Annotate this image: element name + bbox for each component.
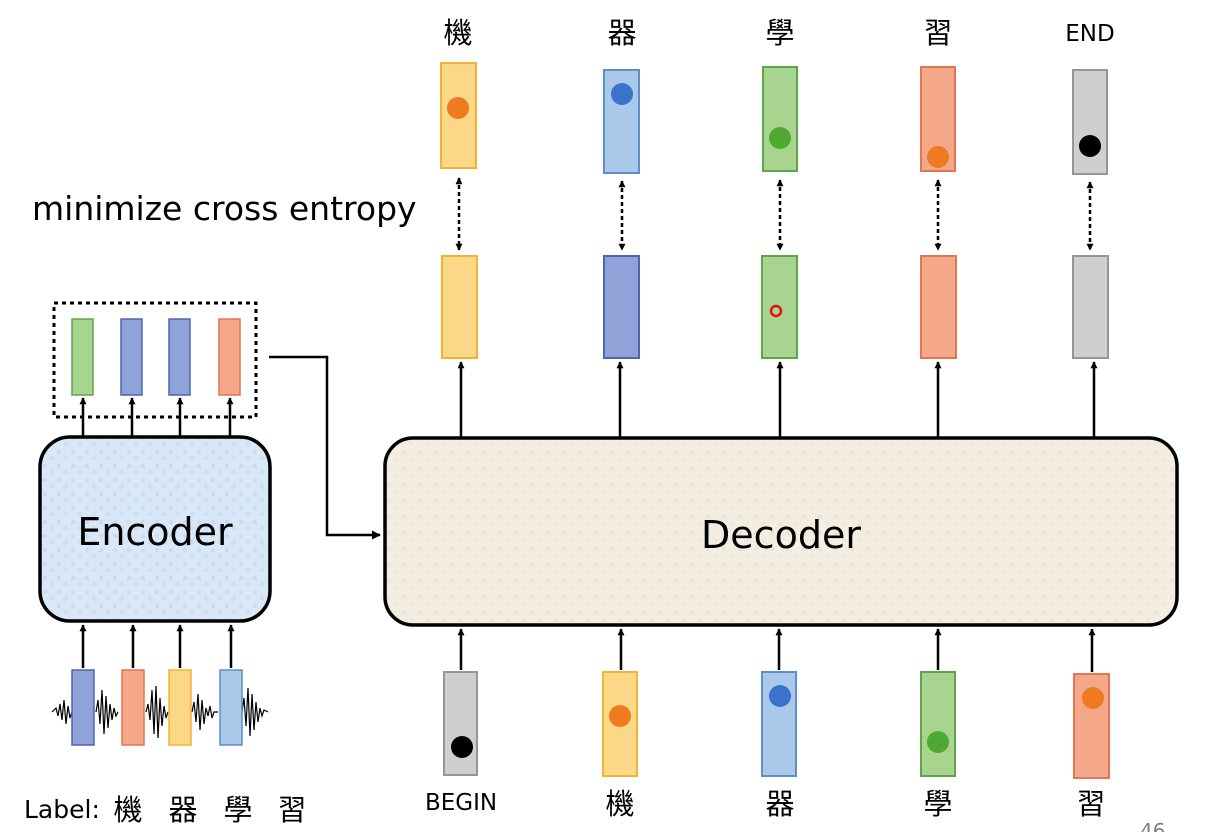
decoder-input-1 [443, 671, 478, 776]
loss-caption: minimize cross entropy [32, 189, 417, 228]
decoder-input-arrows [457, 628, 1096, 672]
cursor-marker-icon [769, 304, 783, 318]
output-vector-2 [603, 255, 640, 359]
distribution-bar [762, 66, 798, 172]
bottom-token-2: 機 [605, 787, 634, 821]
encoder-label: Encoder [77, 510, 233, 554]
distribution-bar [1072, 69, 1108, 175]
encoder-output-vectors [71, 318, 241, 396]
audio-frame-2 [121, 669, 145, 746]
audio-up-arrows [79, 624, 235, 668]
input-bar [443, 671, 478, 776]
audio-waveform-icon [51, 685, 269, 739]
decoder-input-3 [761, 671, 797, 777]
decoder-input-2 [602, 671, 638, 777]
input-bar [920, 671, 956, 777]
encoder-vector-2 [120, 318, 143, 396]
top-token-5: END [1065, 21, 1114, 47]
top-token-labels: 機 器 學 習 END [443, 16, 1114, 50]
decoder-input-5 [1073, 673, 1110, 779]
decoder-label: Decoder [701, 513, 861, 557]
bottom-token-3: 器 [765, 787, 794, 821]
label-char-2: 器 [168, 793, 197, 827]
encoder-to-decoder-arrow [269, 355, 381, 540]
page-number: 46 [1140, 819, 1165, 832]
decoder-output-vectors [441, 255, 1109, 359]
audio-frame-3 [168, 669, 192, 746]
label-prefix: Label: [24, 795, 100, 824]
bottom-token-4: 學 [923, 787, 952, 821]
bottom-token-5: 習 [1076, 787, 1105, 821]
orange-dot-icon [447, 97, 469, 119]
orange-dot-icon [927, 146, 949, 168]
top-token-4: 習 [923, 16, 952, 50]
top-token-3: 學 [765, 16, 794, 50]
encoder-vector-1 [71, 318, 94, 396]
encoder-block [38, 435, 272, 623]
output-distribution-4 [920, 66, 956, 172]
orange-dot-icon [609, 705, 631, 727]
decoder-block [383, 436, 1179, 627]
output-distribution-3 [762, 66, 798, 172]
audio-frame-4 [219, 669, 243, 746]
ground-truth-label: Label: 機 器 學 習 [24, 793, 307, 827]
output-vector-4 [920, 255, 957, 359]
encoder-output-group-box [52, 301, 258, 419]
decoder-up-arrows [457, 361, 1098, 438]
audio-input-vectors [71, 669, 243, 746]
output-distribution-2 [603, 69, 640, 174]
label-char-1: 機 [113, 793, 142, 827]
decoder-input-vectors [443, 671, 1110, 779]
distribution-bar [920, 66, 956, 172]
label-char-3: 學 [223, 793, 252, 827]
black-dot-icon [1079, 135, 1101, 157]
blue-dot-icon [769, 685, 791, 707]
bottom-token-1: BEGIN [425, 790, 497, 816]
top-token-2: 器 [607, 16, 636, 50]
output-distributions [440, 62, 1108, 175]
green-dot-icon [769, 127, 791, 149]
blue-dot-icon [611, 83, 633, 105]
audio-frame-1 [71, 669, 95, 746]
encoder-vector-4 [218, 318, 241, 396]
cross-entropy-arrows [455, 177, 1094, 251]
top-token-1: 機 [443, 16, 472, 50]
output-distribution-5 [1072, 69, 1108, 175]
output-vector-5 [1072, 255, 1109, 359]
output-distribution-1 [440, 62, 477, 169]
decoder-input-4 [920, 671, 956, 777]
encoder-up-arrows [79, 397, 234, 437]
label-char-4: 習 [277, 793, 306, 827]
output-vector-1 [441, 255, 478, 359]
green-dot-icon [927, 731, 949, 753]
encoder-vector-3 [168, 318, 191, 396]
bottom-token-labels: BEGIN 機 器 學 習 [425, 787, 1106, 821]
black-dot-icon [451, 736, 473, 758]
orange-dot-icon [1082, 687, 1104, 709]
